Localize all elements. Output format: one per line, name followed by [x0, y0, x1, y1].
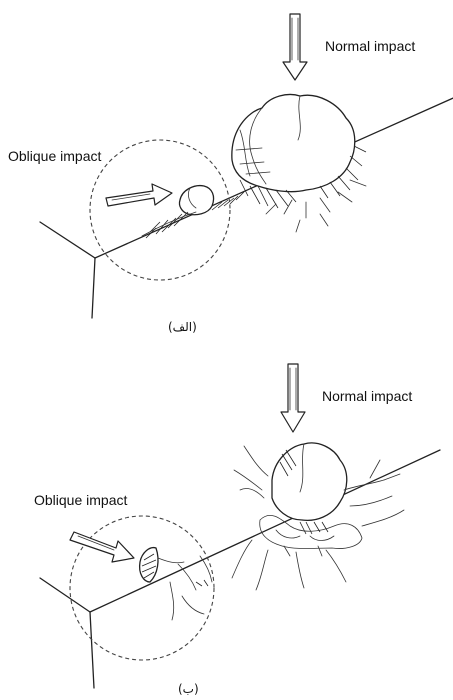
oblique-impact-arrow — [106, 184, 172, 206]
panel-caption: (ب) — [178, 682, 199, 696]
corner-edge-lines — [40, 450, 440, 688]
oblique-impact-label: Oblique impact — [34, 492, 127, 508]
diagram-panel-a: Normal impact Oblique impact (الف) — [0, 0, 453, 350]
normal-impact-rock — [232, 95, 366, 233]
normal-impact-label: Normal impact — [325, 38, 415, 54]
oblique-impact-label: Oblique impact — [8, 148, 101, 164]
oblique-impact-arrow — [70, 532, 134, 562]
normal-impact-arrow — [283, 14, 307, 80]
diagram-panel-b: Normal impact Oblique impact (ب) — [0, 350, 453, 700]
normal-impact-arrow — [281, 364, 305, 432]
normal-impact-rock — [272, 443, 347, 520]
normal-impact-label: Normal impact — [322, 388, 412, 404]
panel-caption: (الف) — [168, 320, 197, 334]
